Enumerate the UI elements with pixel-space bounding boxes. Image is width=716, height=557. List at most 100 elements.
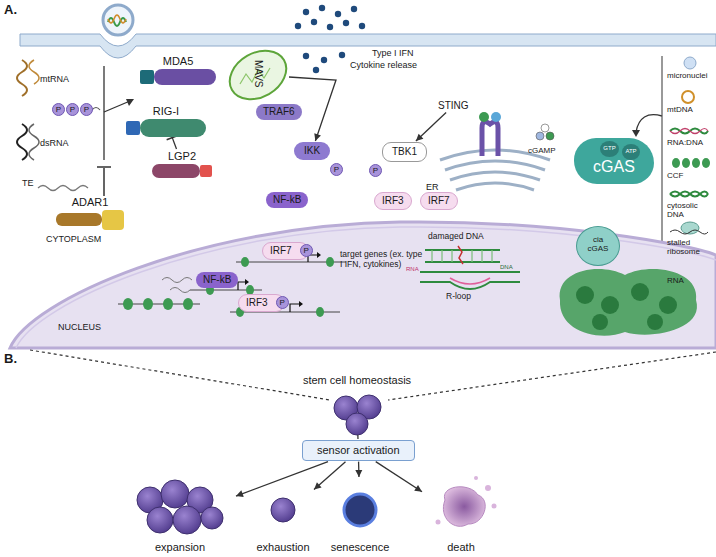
protein-domain [56,213,102,226]
protein-domain [140,119,206,137]
art-g [436,476,497,525]
art-circle [311,19,317,25]
node-text: stem cell homeostasis [303,374,411,387]
text-label: CCF [667,171,683,180]
art-path [103,66,104,160]
text-label: stalled ribosome [667,238,714,256]
art-ellipse [163,298,173,310]
art-circle [295,23,301,29]
art-ellipse [143,298,153,310]
protein-shape: LGP2 [152,150,212,178]
node-text: STING [438,100,469,112]
art-path [92,108,100,111]
art-path [560,269,697,336]
art-circle [684,57,696,69]
art-circle [601,296,619,314]
text-label: ER [426,182,439,192]
protein-domain [126,121,140,135]
art-path [670,129,708,134]
node-text: cGAS [593,158,635,176]
node-text: P [70,105,75,114]
arrow-head [236,490,244,497]
cgas-blob: cGASGTPATP [574,138,654,184]
art-circle [201,507,223,529]
ligand-icons [17,60,134,196]
art-ellipse [702,158,710,168]
art-ellipse [241,257,249,267]
connector [376,462,422,492]
arrow-head [314,133,321,141]
node-text: expansion [155,541,205,554]
art-path [104,101,130,112]
node-text: senescence [331,541,390,554]
sting-label: STING [438,100,469,112]
protein-shape: ADAR1 [56,196,124,230]
text-label: mtDNA [667,105,693,114]
text-label: mtRNA [40,74,69,84]
art-circle [631,283,649,301]
art-path [29,124,39,160]
art-circle [541,124,549,132]
protein-domain [200,165,212,177]
art-ellipse [682,158,690,168]
phosphate-circle: P [66,103,79,116]
art-path [10,222,716,348]
art-circle [271,498,295,522]
art-path [450,278,490,284]
art-g [137,395,381,534]
process-box: sensor activation [302,440,415,461]
gtp-circle: GTP [600,141,619,157]
connector-line [172,138,176,149]
art-path [420,272,520,289]
art-ellipse [672,158,680,168]
node-text: P [84,105,89,114]
art-circle [339,52,345,58]
nucleus [10,222,716,348]
node-text: ADAR1 [72,196,109,209]
mitochondrion [221,41,295,109]
node-text: GTP [603,145,615,152]
node-text: IRF7 [428,195,450,207]
protein-domain [152,164,200,178]
node-text: P [304,246,309,255]
node-text: NF-kB [273,194,301,206]
art-circle [485,485,491,491]
connector [357,435,358,439]
outcome-area: death [423,478,499,556]
art-ellipse [316,307,324,317]
art-circle [474,476,478,480]
art-path [458,246,463,264]
connector [236,462,328,497]
cgas-circle: cia cGAS [576,226,620,266]
connector-line [416,113,446,142]
outcome-area: exhaustion [253,478,313,556]
art-path [126,99,134,106]
art-path [30,350,716,400]
protein-domains [126,119,206,137]
art-path [238,255,318,312]
art-path [17,60,27,96]
tf-pill: NF-kB [196,272,238,288]
node-text: death [447,541,475,554]
text-label: cytosolic DNA [667,201,714,219]
text-label: DNA [500,264,513,271]
protein-domain [102,210,124,230]
text-label: micronuclei [667,71,707,80]
connector [416,113,446,142]
art-circle [479,112,489,122]
art-g [123,298,193,310]
text-label: Cytokine release [350,60,417,70]
node-text: exhaustion [256,541,309,554]
text-label: TE [22,178,34,188]
connector [167,136,178,149]
art-path [456,183,534,190]
text-label: R-loop [446,292,471,302]
protein-shape: MDA5 [140,55,216,85]
tf-pill: IRF7 [420,192,458,210]
connector-line [376,462,422,492]
art-path [17,124,27,160]
art-path [445,161,545,170]
text-label: RNA [406,266,419,273]
